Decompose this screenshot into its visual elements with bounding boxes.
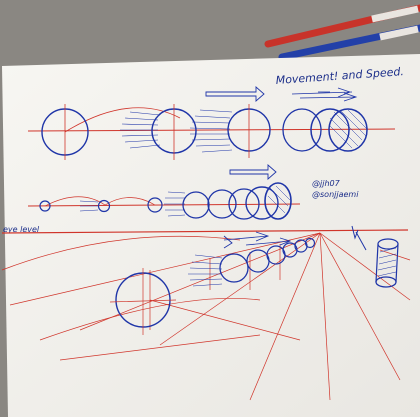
row-two [27, 164, 301, 220]
signature-bottom: @sonjjaemi [312, 190, 359, 199]
blue-pen [278, 24, 420, 61]
red-pen [264, 4, 420, 48]
signature-top: @jjh07 [312, 179, 341, 188]
perspective-section [1, 225, 411, 401]
row-one [27, 86, 396, 160]
eye-level-label: eye level [3, 225, 40, 234]
eye-level-line [1, 229, 409, 234]
